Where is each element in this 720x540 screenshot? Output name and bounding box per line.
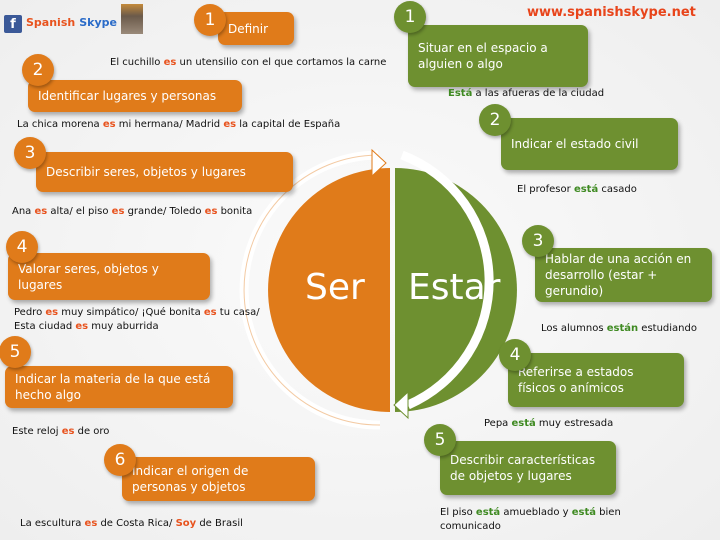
ser-number-3: 3 (14, 137, 46, 169)
avatar (120, 4, 143, 34)
ser-number-2: 2 (22, 54, 54, 86)
verb-highlight: está (475, 507, 501, 518)
example-text: bonita (217, 206, 253, 217)
ser-number-1: 1 (194, 4, 226, 36)
ser-example-4: Pedro es muy simpático/ ¡Qué bonita es t… (14, 306, 274, 334)
ser-number-5: 5 (0, 336, 31, 368)
ser-label: Ser (305, 267, 365, 308)
ser-use-box-1: Definir (218, 12, 294, 45)
example-text: El piso (440, 507, 476, 518)
ser-half-circle (268, 168, 390, 412)
estar-use-box-2: Indicar el estado civil (501, 118, 678, 170)
facebook-icon: f (4, 15, 22, 33)
verb-highlight: es (102, 119, 116, 130)
estar-number-1: 1 (394, 1, 426, 33)
ser-example-6: La escultura es de Costa Rica/ Soy de Br… (20, 517, 320, 531)
example-text: La chica morena (17, 119, 103, 130)
example-text: un utensilio con el que cortamos la carn… (176, 57, 387, 68)
example-text: alta/ el piso (47, 206, 112, 217)
verb-highlight: está (573, 184, 599, 195)
verb-highlight: está (571, 507, 596, 518)
example-text: muy estresada (535, 418, 614, 429)
example-text: amueblado y (500, 507, 572, 518)
estar-example-5: El piso está amueblado y está bien comun… (440, 506, 630, 534)
verb-highlight: están (606, 323, 639, 334)
brand-spanish: Spanish (26, 15, 76, 29)
verb-highlight: es (34, 206, 48, 217)
website-url[interactable]: www.spanishskype.net (527, 5, 696, 20)
verb-highlight: es (204, 206, 218, 217)
estar-use-box-3: Hablar de una acción en desarrollo (esta… (535, 248, 712, 302)
verb-highlight: Está (448, 88, 473, 99)
logo[interactable]: f Spanish Skype (4, 4, 143, 34)
ser-example-3: Ana es alta/ el piso es grande/ Toledo e… (12, 205, 312, 219)
estar-number-2: 2 (479, 104, 511, 136)
ser-use-box-4: Valorar seres, objetos y lugares (8, 253, 210, 300)
verb-highlight: es (163, 57, 177, 68)
estar-number-4: 4 (499, 339, 531, 371)
example-text: El cuchillo (110, 57, 164, 68)
estar-use-box-4: Referirse a estados físicos o anímicos (508, 353, 684, 407)
verb-highlight: es (75, 321, 89, 332)
arrow-head-bottom (393, 390, 409, 420)
example-text: tu casa/ Esta ciudad (14, 307, 260, 332)
ser-example-5: Este reloj es de oro (12, 425, 212, 439)
estar-number-3: 3 (522, 225, 554, 257)
example-text: El profesor (517, 184, 574, 195)
brand-skype: Skype (79, 15, 117, 29)
example-text: a las afueras de la ciudad (472, 88, 605, 99)
ser-number-6: 6 (104, 444, 136, 476)
example-text: Este reloj (12, 426, 62, 437)
example-text: muy aburrida (88, 321, 159, 332)
estar-use-box-5: Describir características de objetos y l… (440, 441, 616, 495)
example-text: muy simpático/ ¡Qué bonita (58, 307, 204, 318)
verb-highlight: está (511, 418, 536, 429)
verb-highlight: es (45, 307, 59, 318)
ser-use-box-3: Describir seres, objetos y lugares (36, 152, 293, 192)
estar-example-3: Los alumnos están estudiando (541, 322, 720, 336)
ser-use-box-2: Identificar lugares y personas (28, 80, 242, 112)
example-text: Pedro (14, 307, 46, 318)
estar-use-box-1: Situar en el espacio a alguien o algo (408, 25, 588, 87)
estar-arrow-arc (400, 150, 494, 410)
example-text: Ana (12, 206, 35, 217)
example-text: estudiando (638, 323, 697, 334)
example-text: casado (598, 184, 637, 195)
verb-highlight: es (61, 426, 75, 437)
example-text: mi hermana/ Madrid (115, 119, 224, 130)
example-text: la capital de España (236, 119, 341, 130)
example-text: Pepa (484, 418, 512, 429)
verb-highlight: Soy (175, 518, 197, 529)
example-text: de Costa Rica/ (97, 518, 176, 529)
ser-number-4: 4 (6, 231, 38, 263)
ser-use-box-5: Indicar la materia de la que está hecho … (5, 366, 233, 408)
verb-highlight: es (223, 119, 237, 130)
example-text: grande/ Toledo (124, 206, 205, 217)
estar-number-5: 5 (424, 424, 456, 456)
estar-example-4: Pepa está muy estresada (484, 417, 684, 431)
estar-example-2: El profesor está casado (517, 183, 717, 197)
verb-highlight: es (84, 518, 98, 529)
example-text: bien comunicado (440, 507, 621, 532)
example-text: de oro (74, 426, 110, 437)
example-text: La escultura (20, 518, 85, 529)
estar-label: Estar (408, 267, 501, 308)
ser-example-1: El cuchillo es un utensilio con el que c… (110, 56, 410, 70)
verb-highlight: es (203, 307, 217, 318)
example-text: de Brasil (196, 518, 243, 529)
ser-use-box-6: Indicar el origen de personas y objetos (122, 457, 315, 501)
estar-example-1: Está a las afueras de la ciudad (448, 87, 720, 101)
arrow-head-top (371, 148, 387, 178)
estar-half-circle (395, 168, 517, 412)
verb-highlight: es (111, 206, 125, 217)
ser-example-2: La chica morena es mi hermana/ Madrid es… (17, 118, 357, 132)
ser-arrow-arc (239, 150, 381, 430)
example-text: Los alumnos (541, 323, 607, 334)
